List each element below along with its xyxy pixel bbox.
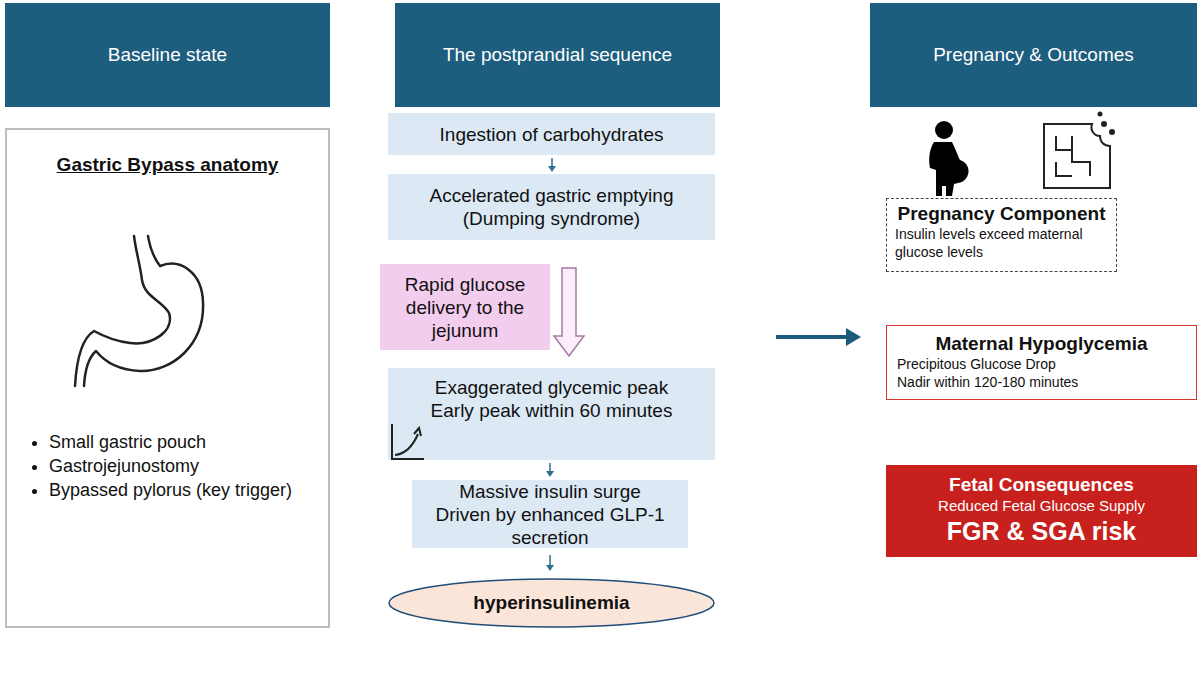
node-detail: Reduced Fetal Glucose Supply — [896, 496, 1187, 515]
bar-grid — [1056, 136, 1090, 176]
process-box: Massive insulin surgeDriven by enhanced … — [412, 480, 688, 548]
arrow-line — [551, 158, 553, 166]
bullet-list: Small gastric pouchGastrojejunostomyBypa… — [7, 430, 328, 502]
block-arrow — [554, 268, 584, 356]
crumb — [1102, 122, 1106, 126]
node-text: Maternal Hypoglycemia — [897, 332, 1186, 355]
node-text: Fetal Consequences — [896, 473, 1187, 496]
column-header: The postprandial sequence — [395, 3, 720, 107]
flow-arrow — [546, 555, 554, 571]
crumb — [1110, 130, 1114, 134]
ellipse-shape — [389, 579, 714, 627]
chocolate-bar-icon — [1044, 113, 1114, 189]
outcome-box: Maternal HypoglycemiaPrecipitous Glucose… — [886, 325, 1197, 400]
transition-arrow — [776, 328, 861, 346]
node-detail: Insulin levels exceed maternal glucose l… — [895, 225, 1108, 261]
bar-outline — [1044, 124, 1110, 188]
node-text: Exaggerated glycemic peak — [435, 376, 668, 399]
node-text: Baseline state — [108, 44, 227, 66]
arrow-head — [846, 328, 861, 346]
anatomy-panel: Gastric Bypass anatomySmall gastric pouc… — [5, 128, 330, 628]
bullet-item: Small gastric pouch — [49, 430, 328, 454]
node-detail: FGR & SGA risk — [896, 515, 1187, 547]
node-text: The postprandial sequence — [443, 44, 672, 66]
node-detail: Precipitous Glucose Drop — [897, 355, 1186, 373]
process-box: Accelerated gastric emptying (Dumping sy… — [388, 174, 715, 240]
node-detail: Nadir within 120-180 minutes — [897, 373, 1186, 391]
component-box: Pregnancy ComponentInsulin levels exceed… — [886, 198, 1117, 272]
node-text: Gastric Bypass anatomy — [7, 154, 328, 176]
result-ellipse: hyperinsulinemia — [388, 578, 715, 628]
node-text: hyperinsulinemia — [473, 592, 629, 614]
arrow-shaft — [776, 335, 848, 339]
block-arrow-shape — [554, 268, 584, 356]
node-detail: Early peak within 60 minutes — [431, 399, 673, 422]
crumb — [1099, 113, 1102, 116]
arrow-line — [549, 463, 551, 471]
arrow-head — [548, 166, 556, 172]
consequence-box: Fetal ConsequencesReduced Fetal Glucose … — [886, 465, 1197, 557]
flow-arrow — [546, 463, 554, 477]
icon-head — [935, 121, 953, 139]
node-detail: Driven by enhanced GLP-1 secretion — [430, 503, 670, 549]
icon-body — [929, 142, 968, 196]
pregnant-woman-icon — [929, 121, 968, 196]
node-text: Massive insulin surge — [459, 480, 641, 503]
process-box: Ingestion of carbohydrates — [388, 113, 715, 155]
bullet-item: Gastrojejunostomy — [49, 454, 328, 478]
column-header: Pregnancy & Outcomes — [870, 3, 1197, 107]
highlight-box: Rapid glucose delivery to the jejunum — [380, 264, 550, 350]
node-text: Rapid glucose delivery to the jejunum — [386, 273, 544, 342]
arrow-line — [549, 555, 551, 565]
node-text: Pregnancy Component — [895, 203, 1108, 225]
arrow-head — [546, 471, 554, 477]
node-text: Ingestion of carbohydrates — [440, 123, 664, 146]
node-text: Accelerated gastric emptying (Dumping sy… — [406, 184, 697, 230]
flow-arrow — [548, 158, 556, 172]
arrow-head — [546, 565, 554, 571]
node-text: Pregnancy & Outcomes — [933, 44, 1134, 66]
process-box: Exaggerated glycemic peakEarly peak with… — [388, 368, 715, 460]
bullet-item: Bypassed pylorus (key trigger) — [49, 478, 328, 502]
column-header: Baseline state — [5, 3, 330, 107]
